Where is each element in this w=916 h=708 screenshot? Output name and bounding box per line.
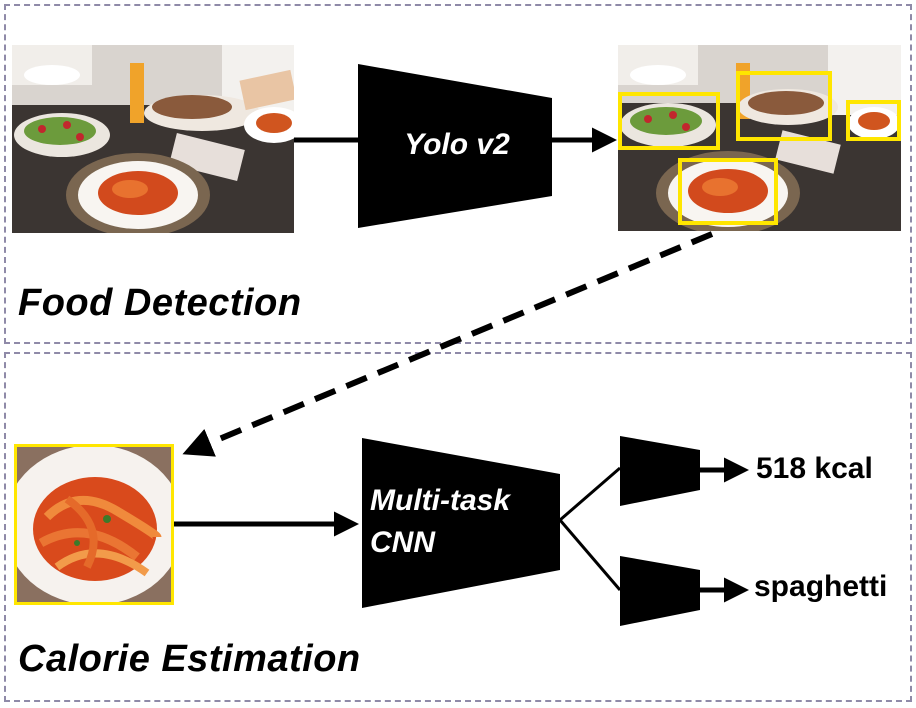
bbox-side (846, 100, 901, 141)
food-detection-panel (4, 4, 912, 344)
class-output: spaghetti (754, 570, 888, 603)
bbox-salad (618, 92, 720, 150)
calorie-estimation-panel (4, 352, 912, 702)
branch-to-calorie-head (559, 466, 621, 522)
bbox-spaghetti (678, 158, 778, 225)
arrow-detected-to-crop (182, 231, 714, 457)
multitask-cnn-label: Multi-task CNN (370, 480, 550, 564)
multitask-cnn-label-line2: CNN (370, 526, 435, 559)
yolo-label: Yolo v2 (404, 128, 510, 161)
calorie-head-block (620, 436, 700, 506)
calorie-output: 518 kcal (756, 452, 873, 485)
yolo-network-block (358, 64, 552, 228)
branch-to-class-head (558, 519, 622, 591)
cropped-photo (14, 444, 174, 605)
bbox-meat (736, 71, 832, 141)
class-head-block (620, 556, 700, 626)
multitask-cnn-label-line1: Multi-task (370, 484, 511, 517)
detected-photo (618, 45, 901, 231)
calorie-estimation-title: Calorie Estimation (18, 638, 361, 680)
food-detection-title: Food Detection (18, 282, 302, 324)
input-photo (12, 45, 294, 233)
multitask-cnn-block (362, 438, 560, 608)
